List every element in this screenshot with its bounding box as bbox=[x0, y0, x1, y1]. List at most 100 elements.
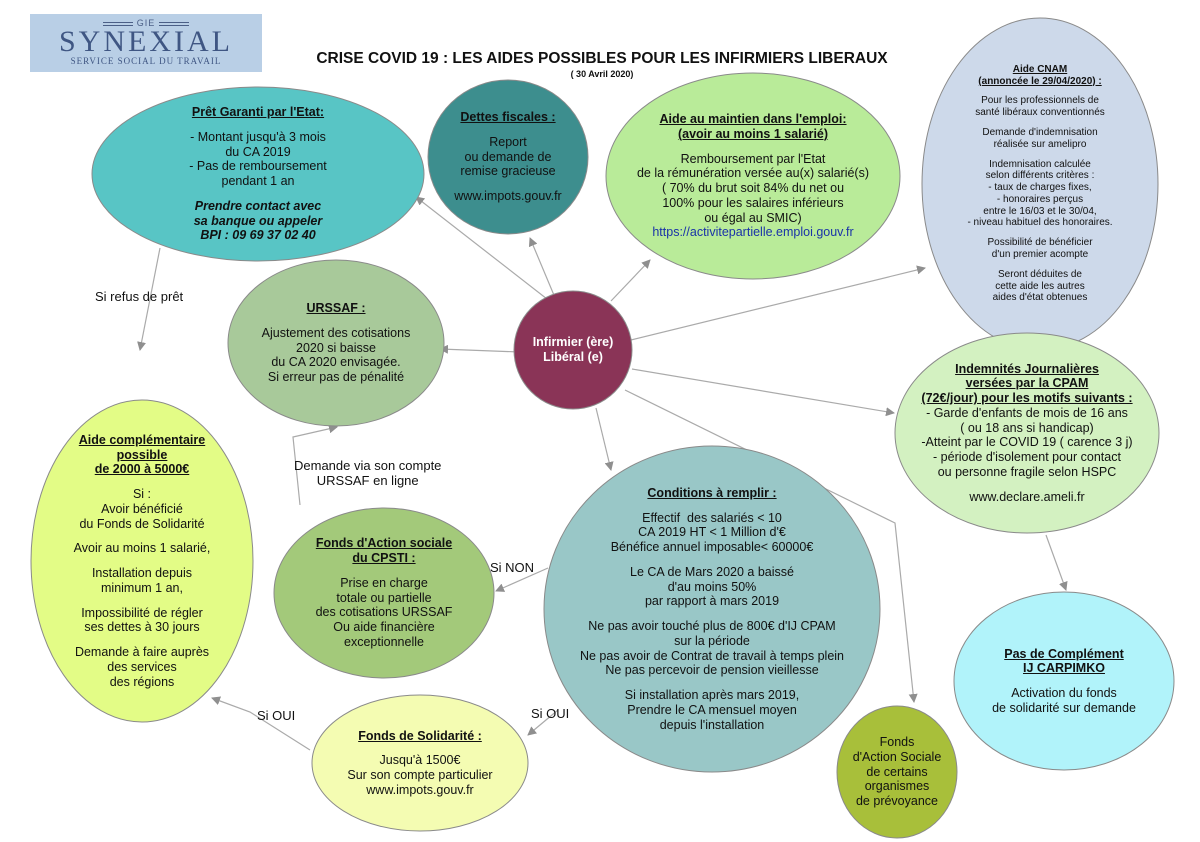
node-dettes-line: Report bbox=[489, 134, 527, 149]
node-cnam-line: cette aide les autres bbox=[995, 280, 1085, 292]
node-center-line: Libéral (e) bbox=[543, 350, 603, 364]
node-cnam-title: Aide CNAM bbox=[1012, 63, 1068, 75]
node-complementaire-title: Aide complémentaire bbox=[78, 432, 206, 447]
edge-label-refus: Si refus de prêt bbox=[95, 289, 184, 304]
node-complementaire-line: ses dettes à 30 jours bbox=[84, 620, 200, 635]
edge-center-conditions bbox=[595, 407, 614, 471]
node-ij-line: ou personne fragile selon HSPC bbox=[937, 464, 1117, 479]
node-cpsti-line: Ou aide financière bbox=[333, 620, 435, 635]
node-pret-line: Prendre contact avec bbox=[194, 198, 322, 213]
node-center: Infirmier (ère)Libéral (e) bbox=[514, 291, 632, 409]
node-conditions-line: par rapport à mars 2019 bbox=[644, 594, 780, 609]
logo-name: SYNEXIAL bbox=[59, 25, 233, 58]
edge-center-dettes bbox=[528, 237, 557, 301]
node-solidarite-title: Fonds de Solidarité : bbox=[358, 728, 482, 743]
node-ij-line[interactable]: www.declare.ameli.fr bbox=[969, 489, 1085, 504]
node-conditions-line: Bénéfice annuel imposable< 60000€ bbox=[610, 540, 814, 554]
node-conditions-title: Conditions à remplir : bbox=[647, 485, 777, 500]
node-emploi-line: ( 70% du brut soit 84% du net ou bbox=[661, 181, 845, 195]
node-conditions-line: Effectif des salariés < 10 bbox=[642, 510, 782, 525]
node-pret-line: - Montant jusqu'à 3 mois bbox=[190, 129, 326, 144]
edge-solidarite-complementaire bbox=[211, 696, 311, 751]
node-urssaf-title: URSSAF : bbox=[306, 301, 366, 316]
node-complementaire-line: Demande à faire auprès bbox=[74, 645, 210, 659]
node-cpsti-line: des cotisations URSSAF bbox=[315, 605, 453, 620]
node-prevoyance-line: d'Action Sociale bbox=[852, 749, 942, 764]
node-ij-shape bbox=[894, 332, 1160, 534]
node-conditions-line: Si installation après mars 2019, bbox=[624, 688, 800, 702]
node-prevoyance-line: Fonds bbox=[879, 735, 915, 750]
node-conditions-line: Ne pas percevoir de pension vieillesse bbox=[605, 663, 819, 678]
node-urssaf-line: 2020 si baisse bbox=[296, 340, 376, 355]
page-date: ( 30 Avril 2020) bbox=[570, 69, 634, 79]
node-complementaire-line: du Fonds de Solidarité bbox=[79, 516, 205, 531]
node-emploi-line: ou égal au SMIC) bbox=[704, 210, 802, 225]
node-dettes-line: remise gracieuse bbox=[460, 164, 556, 179]
node-complementaire-line: Installation depuis bbox=[91, 566, 193, 580]
node-dettes-title: Dettes fiscales : bbox=[460, 110, 556, 125]
node-carpimko-title: IJ CARPIMKO bbox=[1023, 661, 1105, 676]
node-cnam-line: réalisée sur amelipro bbox=[993, 138, 1087, 150]
node-pret-line: BPI : 09 69 37 02 40 bbox=[200, 228, 316, 243]
node-conditions-shape bbox=[543, 445, 881, 773]
node-conditions-line: d'au moins 50% bbox=[667, 579, 757, 594]
node-prevoyance-shape bbox=[836, 705, 958, 839]
node-dettes-line: ou demande de bbox=[464, 149, 552, 164]
node-ij-line: -Atteint par le COVID 19 ( carence 3 j) bbox=[921, 435, 1133, 450]
node-conditions-line: Prendre le CA mensuel moyen bbox=[627, 702, 797, 717]
node-solidarite-shape bbox=[311, 694, 529, 832]
node-cpsti-title: du CPSTI : bbox=[352, 551, 416, 566]
node-pret: Prêt Garanti par l'Etat: - Montant jusqu'… bbox=[92, 87, 424, 261]
node-cnam-line: Possibilité de bénéficier bbox=[987, 237, 1093, 249]
edge-ij-carpimko bbox=[1045, 534, 1068, 591]
node-complementaire-title: de 2000 à 5000€ bbox=[94, 462, 190, 477]
node-complementaire-line: Impossibilité de régler bbox=[81, 605, 203, 620]
node-emploi-title: (avoir au moins 1 salarié) bbox=[677, 126, 829, 141]
node-dettes-line[interactable]: www.impots.gouv.fr bbox=[454, 189, 562, 204]
node-solidarite-line[interactable]: www.impots.gouv.fr bbox=[366, 782, 474, 797]
node-emploi-line: Remboursement par l'Etat bbox=[680, 151, 826, 166]
node-cnam: Aide CNAM(annoncée le 29/04/2020) :Pour … bbox=[922, 18, 1158, 350]
node-prevoyance-line: organismes bbox=[864, 779, 930, 794]
node-emploi-shape bbox=[605, 72, 901, 280]
edge-center-pret bbox=[415, 196, 557, 307]
edge-label-si-non: Si NON bbox=[490, 560, 535, 575]
edge-conditions-solidarite bbox=[527, 709, 559, 736]
node-cnam-line: Indemnisation calculée bbox=[989, 158, 1091, 170]
node-cnam-line: santé libéraux conventionnés bbox=[975, 107, 1105, 119]
node-center-line: Infirmier (ère) bbox=[532, 335, 614, 350]
node-ij-title: versées par la CPAM bbox=[965, 376, 1089, 391]
node-ij-title: (72€/jour) pour les motifs suivants : bbox=[921, 391, 1133, 406]
edge-center-urssaf bbox=[439, 344, 521, 354]
node-pret-title: Prêt Garanti par l'Etat: bbox=[191, 105, 325, 119]
node-pret-line: sa banque ou appeler bbox=[193, 213, 323, 228]
node-conditions-line: Ne pas avoir touché plus de 800€ d'IJ CP… bbox=[588, 619, 836, 633]
edge-conditions-cpsti bbox=[495, 567, 549, 592]
node-complementaire-shape bbox=[30, 399, 254, 723]
node-solidarite-line: Jusqu'à 1500€ bbox=[379, 753, 461, 768]
node-cnam-line: Demande d'indemnisation bbox=[982, 126, 1098, 138]
node-pret-line: du CA 2019 bbox=[225, 144, 291, 159]
node-urssaf-line: Ajustement des cotisations bbox=[261, 325, 411, 340]
edge-center-cnam bbox=[630, 265, 926, 341]
edge-label-urssaf-compte: Demande via son compte URSSAF en ligne bbox=[294, 458, 442, 488]
node-cnam-line: - honoraires perçus bbox=[996, 193, 1084, 205]
node-complementaire-line: Avoir bénéficié bbox=[101, 501, 183, 516]
node-complementaire-line: des régions bbox=[109, 674, 175, 689]
node-cnam-line: Pour les professionnels de bbox=[981, 95, 1099, 107]
synexial-logo: GIE SYNEXIAL SERVICE SOCIAL DU TRAVAIL bbox=[30, 14, 262, 72]
node-emploi-line[interactable]: https://activitepartielle.emploi.gouv.fr bbox=[652, 225, 854, 240]
logo-gie-text: GIE bbox=[30, 18, 262, 28]
node-complementaire-line: Si : bbox=[132, 487, 152, 501]
node-complementaire-line: des services bbox=[107, 659, 177, 674]
node-carpimko-line: Activation du fonds bbox=[1011, 686, 1117, 700]
node-cnam-line: selon différents critères : bbox=[985, 170, 1095, 182]
edge-cpsti-urssaf bbox=[292, 424, 338, 506]
node-conditions-line: depuis l'installation bbox=[659, 717, 765, 732]
